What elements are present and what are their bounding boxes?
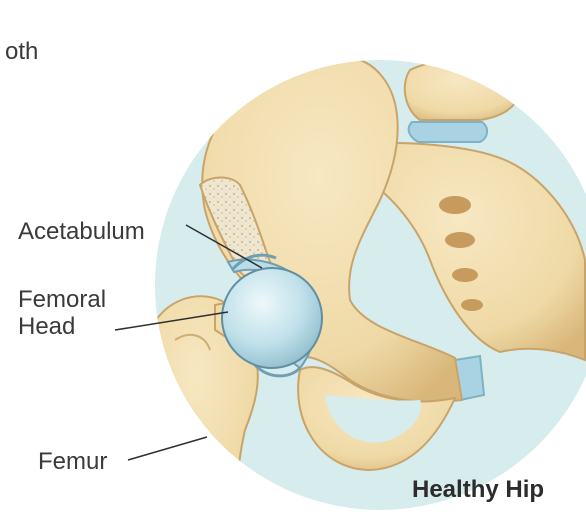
acetabulum-label: Acetabulum <box>18 218 145 245</box>
femoral-head-label-line1: Femoral <box>18 286 106 313</box>
partial-text: oth <box>5 38 38 65</box>
femoral-head <box>222 268 322 368</box>
caption-healthy-hip: Healthy Hip <box>412 476 544 503</box>
femoral-head-label-line2: Head <box>18 313 75 340</box>
femur-pointer <box>128 437 207 460</box>
femur-label: Femur <box>38 448 107 475</box>
